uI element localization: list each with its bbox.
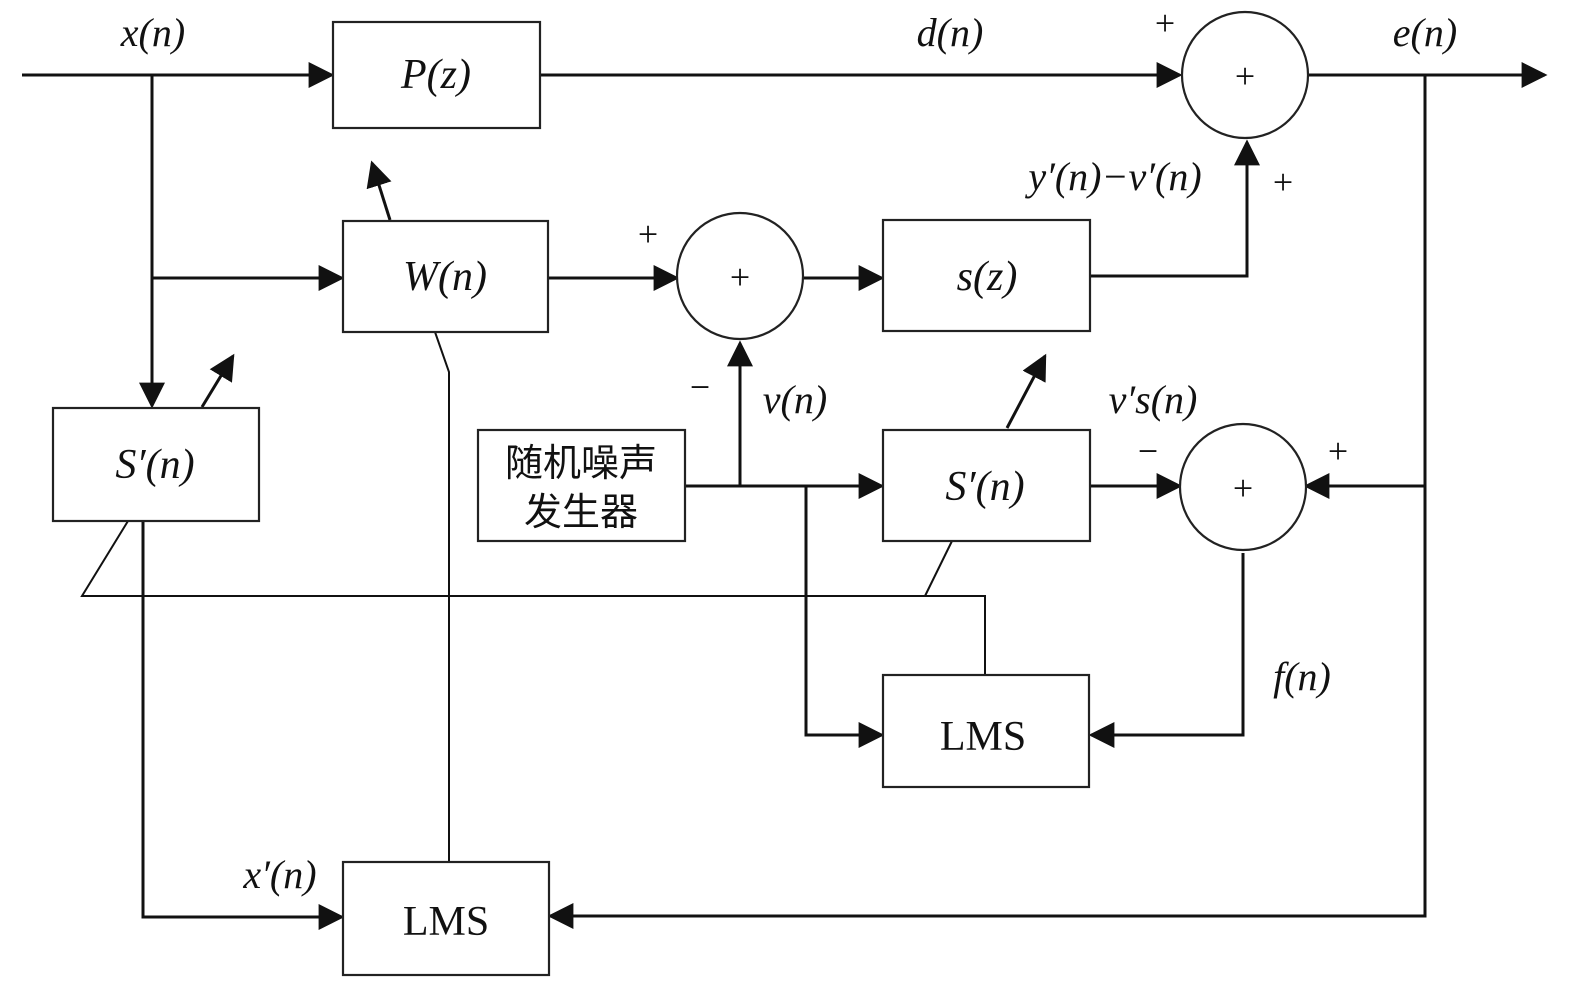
signal-error: e(n): [1393, 10, 1457, 55]
wire-noise-to-lms-right: [804, 486, 885, 748]
block-noise-generator-line1: 随机噪声: [505, 441, 657, 485]
signal-filtered-input: x′(n): [242, 852, 316, 897]
sign-mid-minus: −: [690, 367, 710, 407]
summer-right-symbol: +: [1233, 468, 1253, 508]
summer-top: +: [1180, 10, 1310, 140]
block-secondary-path: s(z): [881, 218, 1092, 333]
block-noise-generator: 随机噪声 发生器: [476, 428, 687, 543]
block-secondary-path-label: s(z): [957, 254, 1018, 300]
block-adaptive-filter: W(n): [341, 219, 550, 334]
signal-input: x(n): [120, 10, 185, 55]
signal-residual: f(n): [1273, 654, 1331, 699]
wire-sz-to-summer-top: [1090, 139, 1260, 278]
wire-error-feedback: [547, 75, 1427, 929]
adjust-arrow-sn-left: [200, 353, 235, 408]
signal-desired: d(n): [917, 10, 984, 55]
wire-lms-main-to-wn: [434, 331, 450, 862]
block-secondary-estimate-left: S′(n): [51, 406, 261, 523]
block-noise-generator-line2: 发生器: [524, 490, 638, 534]
block-secondary-estimate-right: S′(n): [881, 428, 1092, 543]
signal-secondary-output: y′(n)−v′(n): [1024, 154, 1201, 199]
signal-estimated-noise: v′s(n): [1109, 377, 1198, 422]
block-secondary-estimate-left-label: S′(n): [115, 442, 194, 488]
wire-xprime-to-lms-main: [141, 521, 345, 930]
sign-right-plus: +: [1328, 431, 1348, 471]
block-lms-main-label: LMS: [403, 899, 489, 945]
wire-lms-right-adapt: [80, 520, 986, 675]
block-primary-path-label: P(z): [400, 52, 471, 98]
adjust-arrow-sn-right: [1005, 353, 1047, 429]
block-lms-main: LMS: [341, 860, 551, 977]
summer-mid: +: [675, 211, 805, 341]
sign-top-plus-b: +: [1273, 162, 1293, 202]
sign-mid-plus: +: [638, 214, 658, 254]
wire-adapt-to-sn-right: [924, 540, 953, 597]
block-secondary-estimate-right-label: S′(n): [945, 464, 1024, 510]
block-lms-secondary-label: LMS: [940, 714, 1026, 760]
sign-top-plus-a: +: [1155, 3, 1175, 43]
adjust-arrow-wn: [366, 160, 392, 221]
sign-right-minus: −: [1138, 431, 1158, 471]
summer-top-symbol: +: [1235, 56, 1255, 96]
block-primary-path: P(z): [331, 20, 542, 130]
block-adaptive-filter-label: W(n): [403, 254, 487, 300]
summer-mid-symbol: +: [730, 257, 750, 297]
block-lms-secondary: LMS: [881, 673, 1091, 789]
summer-right: +: [1178, 422, 1308, 552]
wire-fn-to-lms-right: [1088, 553, 1245, 748]
signal-noise: v(n): [763, 377, 827, 422]
